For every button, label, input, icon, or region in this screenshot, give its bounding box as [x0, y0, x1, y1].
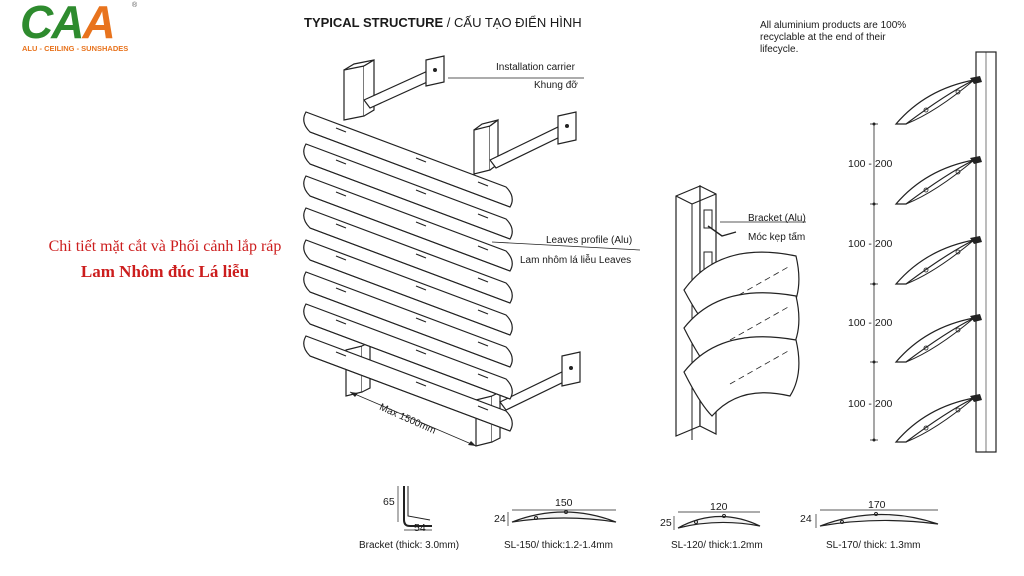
bracket-perspective — [675, 185, 800, 440]
callout-bracket-en: Bracket (Alu) — [748, 213, 806, 224]
spacing-label: 100 - 200 — [848, 238, 893, 250]
sl170-width: 170 — [868, 499, 886, 511]
title-vi: / CẤU TẠO ĐIỂN HÌNH — [446, 15, 582, 30]
callout-leaves-profile-en: Leaves profile (Alu) — [546, 235, 633, 246]
spacing-label: 100 - 200 — [848, 317, 893, 329]
sl120-height: 25 — [660, 517, 672, 529]
profile-sections — [397, 486, 939, 531]
profile-name-sl150: SL-150/ thick:1.2-1.4mm — [504, 540, 613, 551]
max-span-dimension — [349, 391, 477, 447]
spacing-label: 100 - 200 — [848, 398, 893, 410]
caa-logo: CAA ® ALU - CEILING - SUNSHADES — [20, 0, 142, 54]
side-elevation — [870, 51, 997, 453]
recycle-note: All aluminium products are 100% recyclab… — [760, 20, 907, 55]
sl120-width: 120 — [710, 501, 728, 513]
caption-product-name: Lam Nhôm đúc Lá liễu — [80, 262, 250, 281]
profile-name-sl170: SL-170/ thick: 1.3mm — [826, 540, 921, 551]
registered-mark: ® — [132, 2, 138, 9]
installation-carrier — [343, 55, 581, 447]
callout-bracket-vi: Móc kẹp tấm — [748, 232, 806, 243]
caption-detail: Chi tiết mặt cắt và Phối cảnh lắp ráp — [48, 238, 282, 255]
title-en: TYPICAL STRUCTURE — [304, 15, 444, 30]
callout-leaves-profile-vi: Lam nhôm lá liễu Leaves — [520, 255, 632, 266]
profile-name-bracket: Bracket (thick: 3.0mm) — [359, 540, 460, 551]
callout-installation-carrier-en: Installation carrier — [496, 62, 575, 73]
logo-tagline: ALU - CEILING - SUNSHADES — [22, 44, 129, 53]
sl150-height: 24 — [494, 513, 506, 525]
sl150-width: 150 — [555, 497, 573, 509]
diagram-title: TYPICAL STRUCTURE / CẤU TẠO ĐIỂN HÌNH — [304, 15, 582, 30]
logo-wordmark: CAA — [20, 0, 116, 48]
bracket-width: 54 — [414, 522, 426, 534]
callout-installation-carrier-vi: Khung đỡ — [534, 80, 578, 91]
sl170-height: 24 — [800, 513, 812, 525]
profile-name-sl120: SL-120/ thick:1.2mm — [671, 540, 763, 551]
bracket-height: 65 — [383, 496, 395, 508]
spacing-label: 100 - 200 — [848, 158, 893, 170]
